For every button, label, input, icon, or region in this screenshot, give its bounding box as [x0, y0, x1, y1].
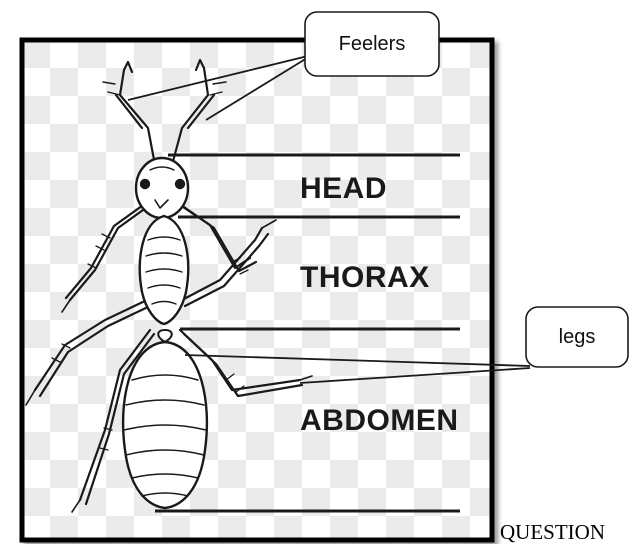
thorax-label: THORAX [300, 261, 430, 294]
legs-callout-text: legs [559, 326, 596, 348]
question-heading: QUESTION [500, 522, 605, 543]
feelers-callout-text: Feelers [339, 33, 406, 55]
head-label: HEAD [300, 172, 387, 205]
abdomen-label: ABDOMEN [300, 404, 459, 437]
ant-head [136, 158, 188, 218]
ant-abdomen [123, 342, 207, 508]
